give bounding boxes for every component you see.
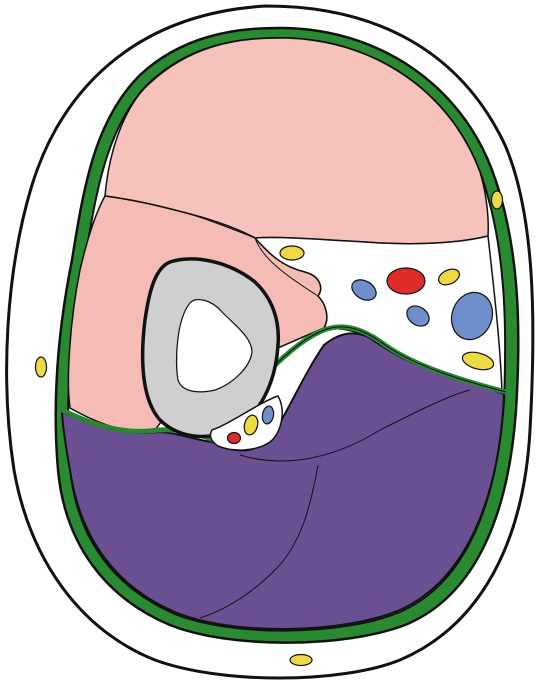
superficial-nerve: [290, 655, 312, 666]
artery: [387, 268, 425, 294]
artery: [228, 433, 241, 444]
superficial-nerve: [492, 191, 503, 209]
superficial-nerve: [36, 357, 47, 377]
nerve: [280, 246, 304, 260]
